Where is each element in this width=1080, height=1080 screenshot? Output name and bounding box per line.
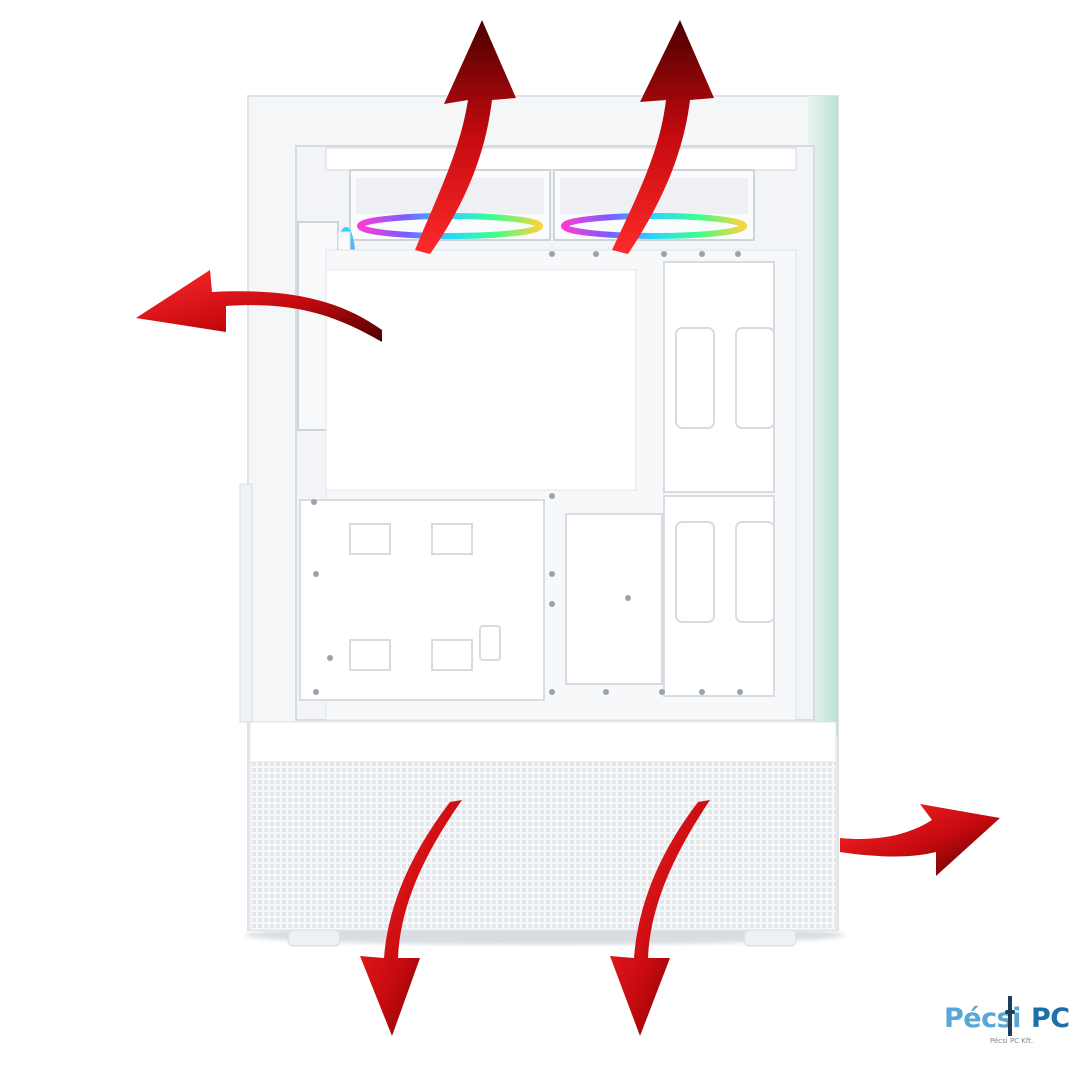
arrow-front-right: [840, 804, 1000, 876]
cable-management-panel: [663, 261, 775, 697]
pc-case: [239, 95, 839, 947]
arrow-bottom-right-down: [610, 800, 710, 1036]
top-radiator-bracket: [325, 147, 797, 171]
brand-subtitle: Pécsi PC Kft.: [990, 1037, 1034, 1045]
arrow-top-left-up: [415, 20, 516, 254]
psu-shroud: [249, 721, 837, 763]
airflow-arrows: [136, 20, 1000, 1036]
cpu-cutout: [325, 269, 637, 491]
side-io-strip: [239, 483, 253, 723]
drive-cage: [299, 499, 663, 701]
brand-name-right: PC: [1030, 1003, 1070, 1034]
standoff-screws: [311, 251, 743, 695]
arrow-rear-left: [136, 270, 382, 342]
bottom-mesh-panel: [249, 761, 837, 931]
arrow-top-right-up: [612, 20, 714, 254]
case-foot-right: [743, 929, 797, 947]
arrow-bottom-left-down: [360, 800, 462, 1036]
case-foot-left: [287, 929, 341, 947]
tower-icon: [1005, 996, 1015, 1036]
